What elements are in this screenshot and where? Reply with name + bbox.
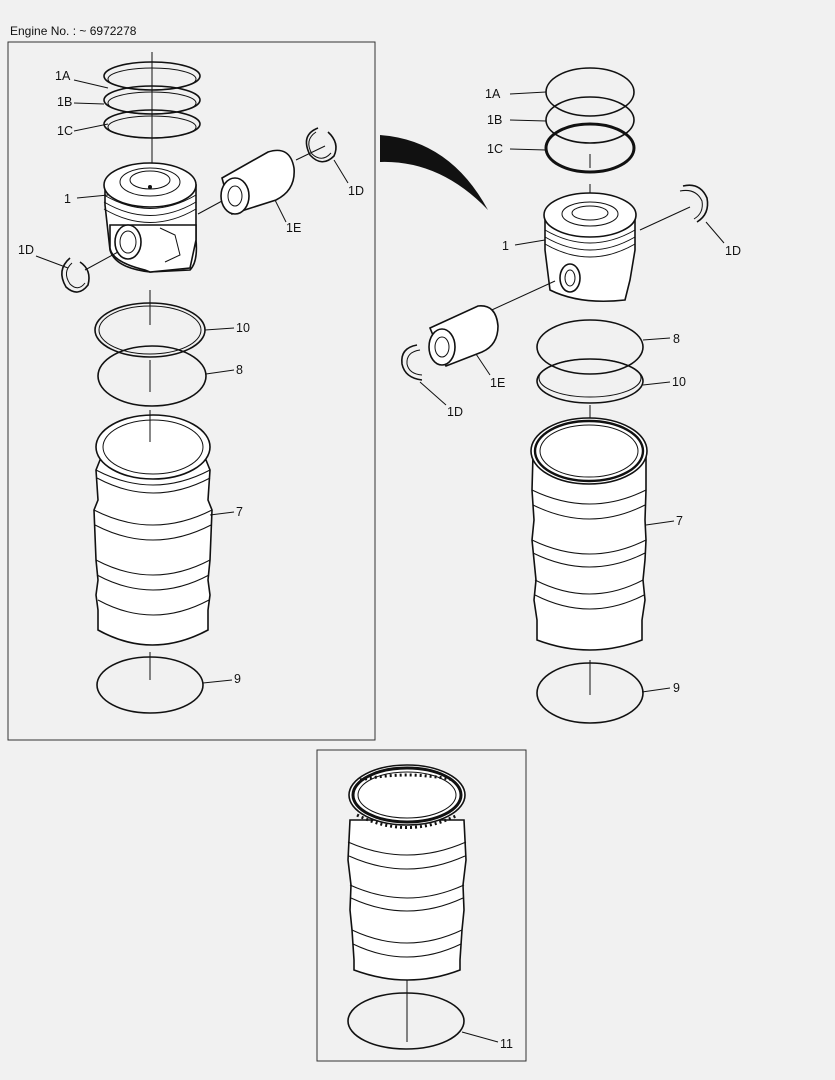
bottom-panel-frame xyxy=(316,749,527,1062)
right-ring-1a xyxy=(545,67,635,117)
bottom-cylinder-liner xyxy=(347,764,467,981)
left-piston xyxy=(103,162,198,273)
left-panel-frame xyxy=(7,41,376,741)
left-label-9: 9 xyxy=(234,672,241,686)
right-label-1d-top: 1D xyxy=(725,244,741,258)
right-label-1e: 1E xyxy=(490,376,505,390)
left-circlip-top xyxy=(305,127,337,163)
right-circlip-bottom xyxy=(400,344,423,381)
right-label-9: 9 xyxy=(673,681,680,695)
right-ring-1c xyxy=(544,122,636,174)
left-label-8: 8 xyxy=(236,363,243,377)
left-piston-pin xyxy=(220,149,295,216)
left-label-7: 7 xyxy=(236,505,243,519)
right-label-1b: 1B xyxy=(487,113,502,127)
left-seal-8 xyxy=(97,345,207,407)
left-cylinder-liner xyxy=(93,414,213,646)
right-cylinder-liner xyxy=(530,417,648,651)
left-panel: 1A 1B 1C 1 1D 1D 1E 10 8 7 9 xyxy=(7,41,376,741)
left-label-10: 10 xyxy=(236,321,250,335)
right-label-piston: 1 xyxy=(502,239,509,253)
left-seal-9 xyxy=(96,656,204,714)
right-label-10: 10 xyxy=(672,375,686,389)
right-label-8: 8 xyxy=(673,332,680,346)
right-label-7: 7 xyxy=(676,514,683,528)
left-circlip-bottom xyxy=(61,257,90,293)
bottom-panel: 11 xyxy=(316,749,527,1062)
left-label-1e: 1E xyxy=(286,221,301,235)
right-piston-pin xyxy=(428,305,499,368)
right-label-1a: 1A xyxy=(485,87,501,101)
right-circlip-top xyxy=(679,184,709,223)
right-piston xyxy=(543,192,637,303)
transition-arrow xyxy=(380,135,488,210)
left-label-1b: 1B xyxy=(57,95,72,109)
left-label-1d-bottom: 1D xyxy=(18,243,34,257)
right-ring-1b xyxy=(545,96,635,144)
right-label-1c: 1C xyxy=(487,142,503,156)
engine-number-label: Engine No. : ~ 6972278 xyxy=(10,24,137,38)
left-label-piston: 1 xyxy=(64,192,71,206)
right-label-1d-bottom: 1D xyxy=(447,405,463,419)
bottom-label-11: 11 xyxy=(500,1037,513,1051)
right-seal-9 xyxy=(536,662,644,724)
bottom-seal-11 xyxy=(347,992,465,1050)
left-label-1c: 1C xyxy=(57,124,73,138)
left-label-1d-top: 1D xyxy=(348,184,364,198)
right-seal-10 xyxy=(536,358,644,404)
right-seal-8 xyxy=(536,319,644,375)
right-panel: 1A 1B 1C 1 1D 1D 1E 8 10 7 9 xyxy=(400,67,741,724)
left-label-1a: 1A xyxy=(55,69,71,83)
